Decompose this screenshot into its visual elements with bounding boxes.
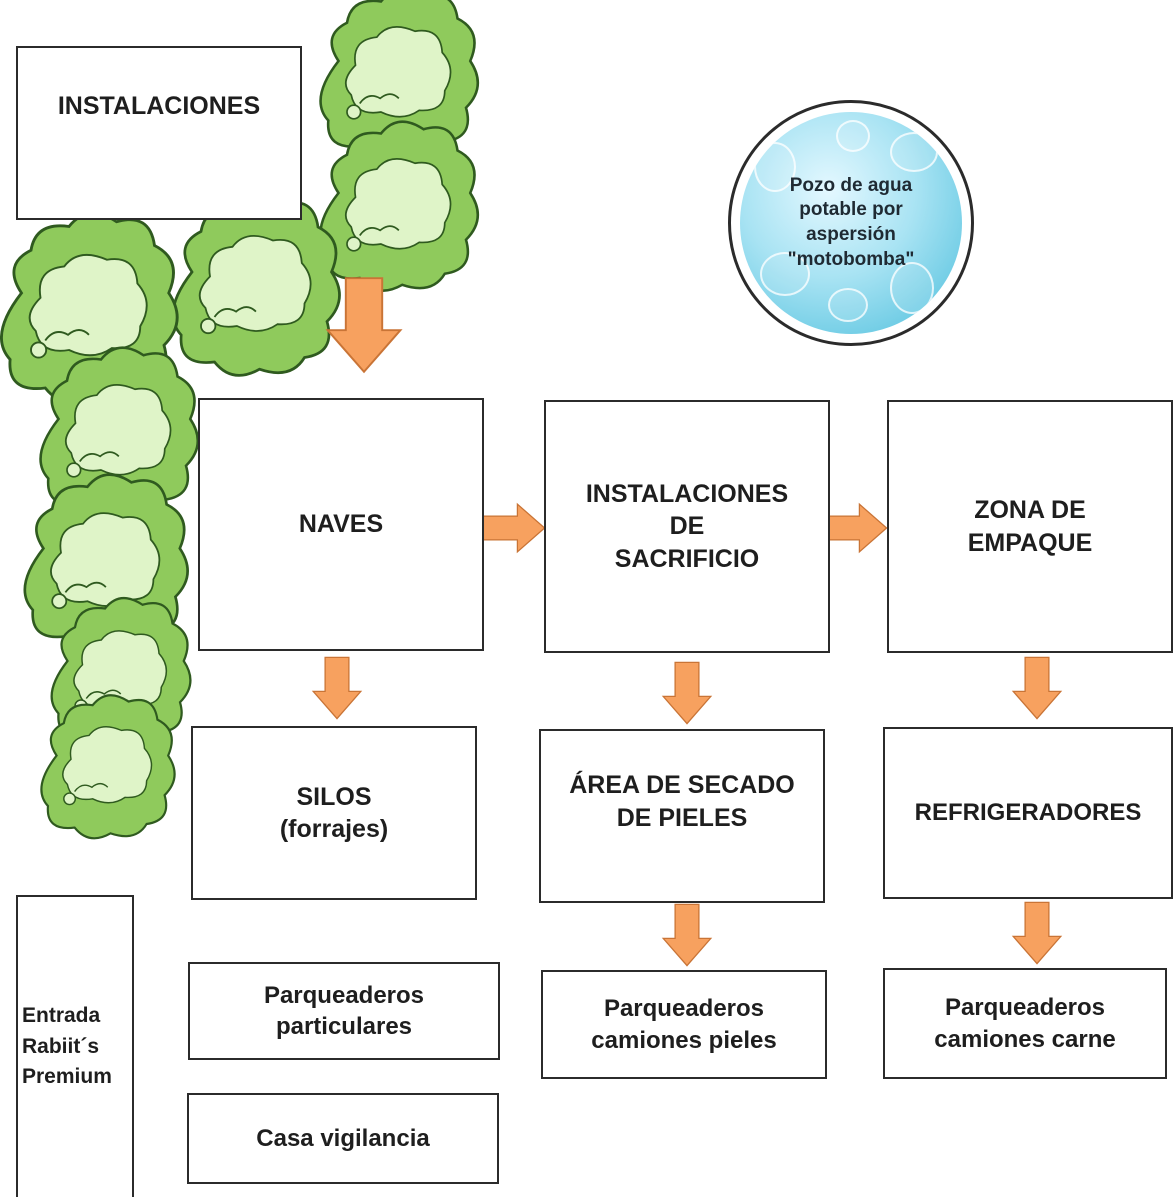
tree-icon <box>319 120 480 292</box>
refrigeradores-label: REFRIGERADORES <box>914 799 1142 827</box>
tree-icon <box>319 0 480 160</box>
bubble <box>828 288 868 322</box>
silos-box: SILOS (forrajes) <box>191 726 477 900</box>
tree-icon <box>171 195 341 377</box>
arrow-icon <box>312 656 362 720</box>
casa-vigilancia-label: Casa vigilancia <box>256 1124 430 1152</box>
arrow-icon <box>1012 656 1062 720</box>
bubble <box>890 132 938 172</box>
sacrificio-label: INSTALACIONES DE SACRIFICIO <box>585 479 789 573</box>
water-drops-icon: Pozo de agua potable por aspersión "moto… <box>740 112 962 334</box>
parqueaderos-carne-label: Parqueaderos camiones carne <box>934 994 1116 1053</box>
arrow-icon <box>662 903 712 967</box>
bubble <box>760 252 810 296</box>
tree-icon <box>23 473 189 651</box>
arrow-icon <box>1012 901 1062 965</box>
bubble <box>754 142 796 192</box>
secado-label: ÁREA DE SECADO DE PIELES <box>569 771 795 832</box>
empaque-box: ZONA DE EMPAQUE <box>887 400 1173 653</box>
bubble <box>836 120 870 152</box>
instalaciones-box: INSTALACIONES <box>16 46 302 220</box>
entrada-box: Entrada Rabiit´s Premium <box>16 895 134 1197</box>
parqueaderos-particulares-label: Parqueaderos particulares <box>263 981 425 1040</box>
sacrificio-box: INSTALACIONES DE SACRIFICIO <box>544 400 830 653</box>
well-label: Pozo de agua potable por aspersión "moto… <box>787 174 915 270</box>
entrada-label: Entrada Rabiit´s Premium <box>22 1004 112 1089</box>
arrow-icon <box>662 661 712 725</box>
arrow-icon <box>482 503 546 553</box>
tree-icon <box>39 346 200 518</box>
naves-label: NAVES <box>298 510 384 539</box>
bubble <box>890 262 934 314</box>
instalaciones-label: INSTALACIONES <box>57 92 261 120</box>
secado-box: ÁREA DE SECADO DE PIELES <box>539 729 825 903</box>
arrow-icon <box>824 503 888 553</box>
silos-label: SILOS (forrajes) <box>279 782 389 844</box>
casa-vigilancia-box: Casa vigilancia <box>187 1093 499 1184</box>
parqueaderos-pieles-box: Parqueaderos camiones pieles <box>541 970 827 1079</box>
tree-icon <box>0 211 179 404</box>
water-well: Pozo de agua potable por aspersión "moto… <box>728 100 974 346</box>
refrigeradores-box: REFRIGERADORES <box>883 727 1173 899</box>
parqueaderos-pieles-label: Parqueaderos camiones pieles <box>591 995 777 1054</box>
tree-icon <box>40 694 176 840</box>
parqueaderos-carne-box: Parqueaderos camiones carne <box>883 968 1167 1079</box>
empaque-label: ZONA DE EMPAQUE <box>967 496 1093 557</box>
naves-box: NAVES <box>198 398 484 651</box>
parqueaderos-particulares-box: Parqueaderos particulares <box>188 962 500 1060</box>
